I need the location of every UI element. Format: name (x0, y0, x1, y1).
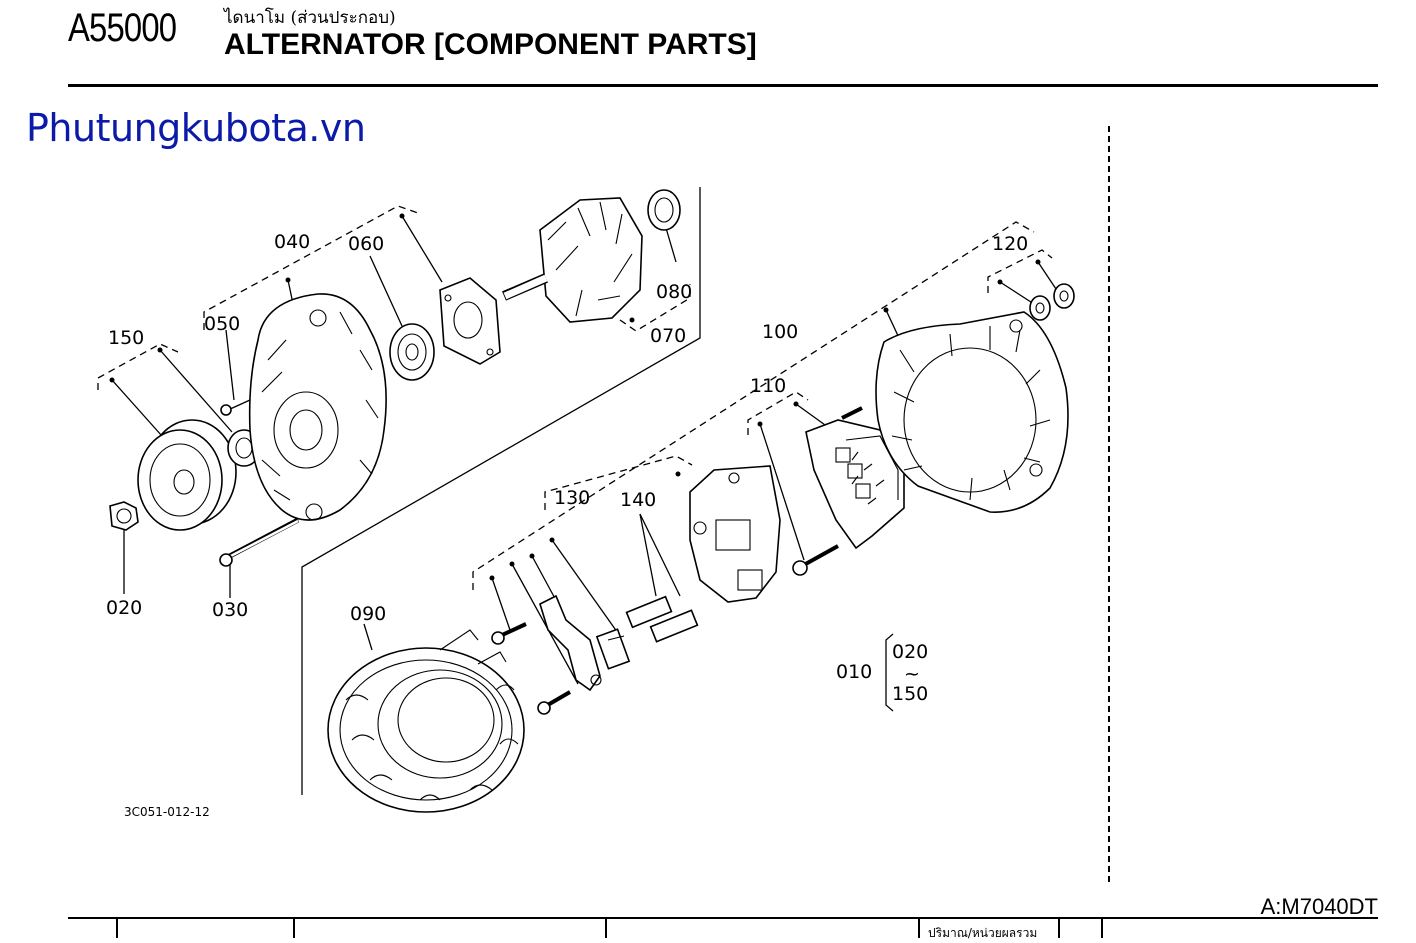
table-divider (116, 919, 118, 938)
label-090: 090 (350, 603, 386, 625)
table-divider (605, 919, 607, 938)
watermark-site: Phutungkubota.vn (26, 106, 366, 150)
label-020: 020 (106, 597, 142, 619)
part-regulator-icon (689, 465, 781, 603)
bracket-110 (747, 391, 809, 435)
label-100: 100 (762, 321, 798, 343)
part-080-bearing-icon (647, 189, 681, 231)
part-140-brush-icon (625, 595, 699, 643)
bracket-120 (987, 249, 1053, 293)
label-080: 080 (656, 281, 692, 303)
label-150: 150 (108, 327, 144, 349)
table-divider (1058, 919, 1060, 938)
part-150-pulley-icon (137, 419, 237, 531)
part-020-nut-icon (109, 501, 139, 531)
bracket-150 (97, 343, 179, 390)
bracket-130 (544, 455, 693, 510)
part-130-brush-icon (595, 628, 631, 670)
label-range-to: 150 (892, 683, 928, 705)
part-120-terminal-icon (1029, 283, 1075, 321)
part-030-bolt-icon (219, 517, 300, 567)
part-110-rectifier-icon (805, 419, 905, 550)
table-top-rule (68, 917, 1378, 919)
label-range-from: 020 (892, 641, 928, 663)
label-030: 030 (212, 599, 248, 621)
label-range-sep: ~ (904, 663, 920, 685)
part-screw-icon (220, 399, 251, 416)
part-040-front-housing-icon (248, 293, 387, 521)
table-divider (918, 919, 920, 938)
label-120: 120 (992, 233, 1028, 255)
part-rotor-icon (502, 197, 643, 323)
table-divider (1101, 919, 1103, 938)
label-130: 130 (554, 487, 590, 509)
model-code: A:M7040DT (1260, 894, 1378, 919)
part-screw-icon (491, 406, 863, 715)
drawing-id: 3C051-012-12 (124, 805, 210, 819)
page-code: A55000 (68, 6, 177, 50)
bracket-070 (619, 284, 691, 332)
label-140: 140 (620, 489, 656, 511)
frame-line (301, 187, 701, 795)
label-040: 040 (274, 231, 310, 253)
header-rule (68, 84, 1378, 87)
label-050: 050 (204, 313, 240, 335)
label-110: 110 (750, 375, 786, 397)
label-060: 060 (348, 233, 384, 255)
divider-dashed (1108, 126, 1110, 882)
qty-column-header: ปริมาณ/หน่วยผลรวม (928, 926, 1038, 940)
part-100-rear-housing-icon (875, 311, 1069, 513)
label-010: 010 (836, 661, 872, 683)
label-070: 070 (650, 325, 686, 347)
table-divider (293, 919, 295, 938)
part-090-stator-icon (327, 629, 525, 813)
part-retainer-plate-icon (439, 277, 501, 365)
title-thai: ไดนาโม (ส่วนประกอบ) (224, 8, 396, 28)
bracket-100 (472, 221, 1035, 590)
bracket-010 (885, 633, 894, 712)
title-english: ALTERNATOR [COMPONENT PARTS] (224, 28, 757, 61)
part-brush-plate-icon (539, 594, 602, 692)
part-060-bearing-icon (389, 323, 435, 381)
